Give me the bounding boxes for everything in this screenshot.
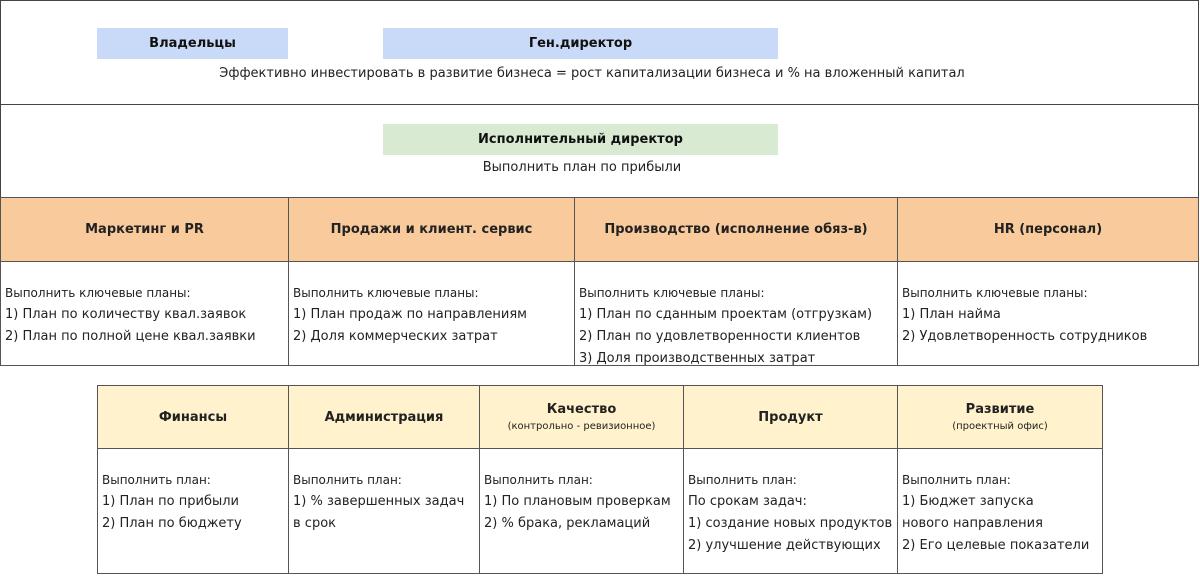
goal-line: 2) План по удовлетворенности клиентов (579, 329, 861, 344)
department-goals: Выполнить ключевые планы: 1) План продаж … (288, 261, 575, 366)
goal-line: 1) Бюджет запуска (902, 494, 1034, 509)
goal-line: Выполнить ключевые планы: (902, 286, 1088, 300)
goal-line: 1) План найма (902, 307, 1001, 322)
exec-director-box: Исполнительный директор (383, 124, 778, 155)
goal-line: Выполнить план: (293, 473, 402, 487)
department-header: Администрация (288, 385, 480, 449)
department-header: Качество (контрольно - ревизионное) (479, 385, 684, 449)
goal-line: 1) % завершенных задач (293, 494, 465, 509)
goal-line: 1) создание новых продуктов (688, 516, 893, 531)
goal-line: 2) Его целевые показатели (902, 538, 1090, 553)
goal-line: 2) План по полной цене квал.заявки (5, 329, 256, 344)
goal-line: 1) По плановым проверкам (484, 494, 671, 509)
goal-line: Выполнить план: (902, 473, 1011, 487)
goal-line: 2) Доля коммерческих затрат (293, 329, 498, 344)
goal-line: По срокам задач: (688, 494, 807, 509)
department-header: Производство (исполнение обяз-в) (574, 197, 898, 262)
department-title: Маркетинг и PR (85, 222, 204, 237)
goal-line: 3) Доля производственных затрат (579, 351, 816, 366)
goal-line: 1) План по количеству квал.заявок (5, 307, 247, 322)
department-header: Маркетинг и PR (0, 197, 289, 262)
department-subtitle: (проектный офис) (952, 421, 1048, 432)
department-goals: Выполнить план: 1) Бюджет запуска нового … (897, 448, 1103, 574)
exec-goal: Выполнить план по прибыли (482, 160, 682, 175)
department-title: Финансы (158, 409, 228, 425)
goal-line: Выполнить ключевые планы: (5, 286, 191, 300)
department-goals: Выполнить ключевые планы: 1) План найма 2)… (897, 261, 1199, 366)
department-header: Финансы (97, 385, 289, 449)
department-title: Продажи и клиент. сервис (330, 222, 533, 237)
owners-goal: Эффективно инвестировать в развитие бизн… (219, 66, 965, 81)
department-title: Качество (546, 402, 617, 417)
goal-line: в срок (293, 516, 336, 531)
goal-line: 2) улучшение действующих (688, 538, 881, 553)
department-title: Продукт (758, 409, 823, 425)
goal-line: Выполнить ключевые планы: (579, 286, 765, 300)
goal-line: 2) Удовлетворенность сотрудников (902, 329, 1148, 344)
department-title: Производство (исполнение обяз-в) (604, 222, 868, 237)
goal-line: 2) План по бюджету (102, 516, 242, 531)
department-goals: Выполнить план: 1) По плановым проверкам 2… (479, 448, 684, 574)
goal-line: Выполнить план: (102, 473, 211, 487)
goal-line: 1) План продаж по направлениям (293, 307, 527, 322)
department-header: HR (персонал) (897, 197, 1199, 262)
goal-line: Выполнить ключевые планы: (293, 286, 479, 300)
goal-line: 2) % брака, рекламаций (484, 516, 651, 531)
goal-line: 1) План по сданным проектам (отгрузкам) (579, 307, 873, 322)
department-goals: Выполнить ключевые планы: 1) План по коли… (0, 261, 289, 366)
ceo-box: Ген.директор (383, 28, 778, 59)
goal-line: 1) План по прибыли (102, 494, 239, 509)
department-header: Продукт (683, 385, 898, 449)
department-goals: Выполнить план: 1) План по прибыли 2) План… (97, 448, 289, 574)
department-title: HR (персонал) (993, 222, 1103, 237)
department-goals: Выполнить план: По срокам задач: 1) создан… (683, 448, 898, 574)
department-goals: Выполнить план: 1) % завершенных задач в с… (288, 448, 480, 574)
goal-line: Выполнить план: (484, 473, 593, 487)
department-title: Развитие (965, 402, 1035, 417)
department-subtitle: (контрольно - ревизионное) (507, 421, 656, 432)
department-header: Продажи и клиент. сервис (288, 197, 575, 262)
owners-box: Владельцы (97, 28, 288, 59)
department-header: Развитие (проектный офис) (897, 385, 1103, 449)
department-title: Администрация (324, 409, 444, 425)
department-goals: Выполнить ключевые планы: 1) План по сдан… (574, 261, 898, 366)
goal-line: Выполнить план: (688, 473, 797, 487)
goal-line: нового направления (902, 516, 1043, 531)
